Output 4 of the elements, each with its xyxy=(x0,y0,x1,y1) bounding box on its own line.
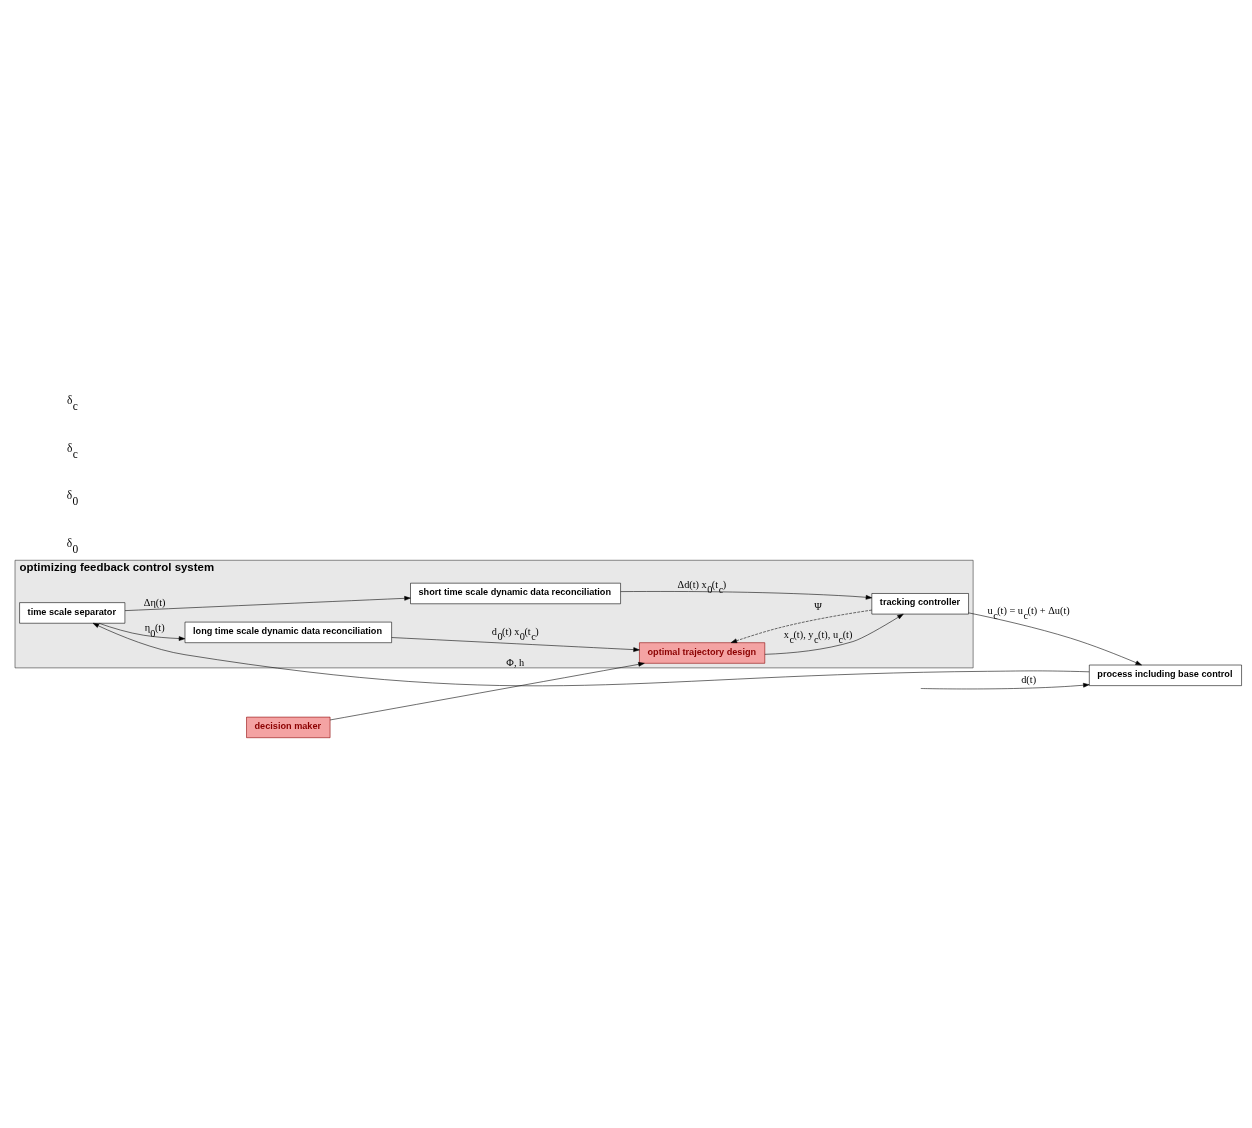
edge-label: Δη(t) xyxy=(143,597,166,609)
edge-label: d(t) xyxy=(1021,673,1037,685)
edge-label: Ψ xyxy=(814,601,822,613)
edge-label: Φ, h xyxy=(506,657,525,669)
